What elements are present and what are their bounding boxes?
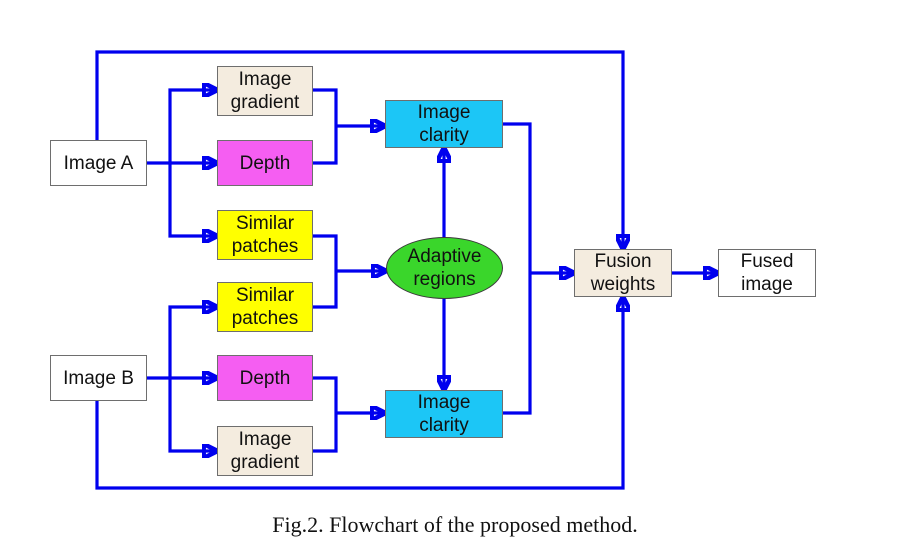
node-label-line: patches xyxy=(231,236,299,257)
node-label-line: clarity xyxy=(419,415,469,436)
node-label-line: Image xyxy=(238,429,292,450)
node-image-gradient-bottom: Image gradient xyxy=(217,426,313,476)
node-label-line: weights xyxy=(590,274,656,295)
node-similar-patches-bottom: Similar patches xyxy=(217,282,313,332)
node-label-line: image xyxy=(741,274,793,295)
arrow-image-b-to-gradient xyxy=(168,378,217,451)
arrow-image-a-to-similar xyxy=(168,163,217,236)
node-label-line: regions xyxy=(413,269,476,290)
node-similar-patches-top: Similar patches xyxy=(217,210,313,260)
node-label-line: gradient xyxy=(230,452,300,473)
node-fusion-weights: Fusion weights xyxy=(574,249,672,297)
arrow-image-b-to-similar xyxy=(168,307,217,378)
merge-clarity xyxy=(503,122,532,415)
node-image-clarity-top: Image clarity xyxy=(385,100,503,148)
merge-top-features xyxy=(313,88,338,165)
node-image-b: Image B xyxy=(50,355,147,401)
node-image-clarity-bottom: Image clarity xyxy=(385,390,503,438)
arrow-image-a-to-gradient xyxy=(168,90,217,163)
node-image-a: Image A xyxy=(50,140,147,186)
node-label-line: Similar xyxy=(235,285,295,306)
arrow-image-a-to-fusion xyxy=(95,50,623,249)
node-label: Depth xyxy=(239,367,291,389)
node-label: Image B xyxy=(63,367,134,389)
node-label-line: Fusion xyxy=(594,251,652,272)
merge-bottom-features xyxy=(313,376,338,453)
node-depth-bottom: Depth xyxy=(217,355,313,401)
merge-similar-patches xyxy=(313,234,338,309)
arrow-image-b-to-fusion xyxy=(95,297,623,490)
node-fused-image: Fused image xyxy=(718,249,816,297)
node-label: Image A xyxy=(63,152,134,174)
node-depth-top: Depth xyxy=(217,140,313,186)
node-label-line: Similar xyxy=(235,213,295,234)
node-label-line: gradient xyxy=(230,92,300,113)
node-adaptive-regions: Adaptive regions xyxy=(386,237,503,299)
figure-caption: Fig.2. Flowchart of the proposed method. xyxy=(272,512,638,537)
node-label-line: clarity xyxy=(419,125,469,146)
node-label-line: Adaptive xyxy=(407,246,482,267)
node-label-line: patches xyxy=(231,308,299,329)
node-label-line: Image xyxy=(417,102,471,123)
node-image-gradient-top: Image gradient xyxy=(217,66,313,116)
node-label-line: Fused xyxy=(740,251,794,272)
node-label-line: Image xyxy=(238,69,292,90)
node-label: Depth xyxy=(239,152,291,174)
node-label-line: Image xyxy=(417,392,471,413)
